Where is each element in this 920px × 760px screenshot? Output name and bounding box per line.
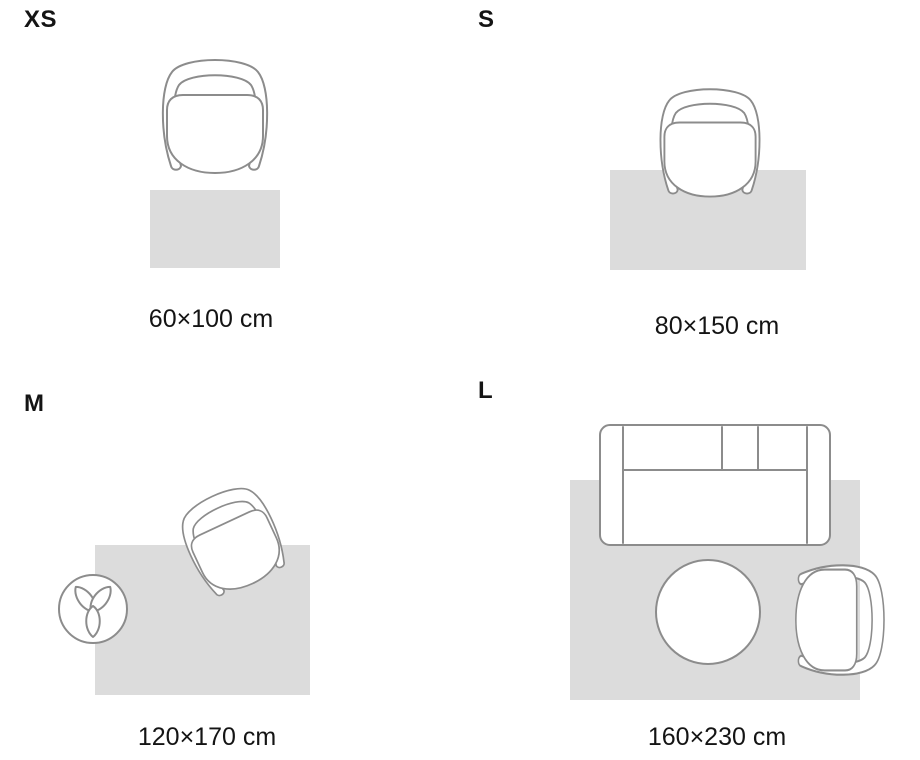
size-option-l: L 160×230 cm (460, 377, 920, 760)
l-illustration (570, 424, 886, 700)
m-illustration (58, 476, 310, 695)
size-dimensions-s: 80×150 cm (654, 312, 780, 340)
size-option-m: M 120×170 cm (0, 380, 460, 760)
size-label-m: M (24, 390, 45, 417)
xs-illustration (150, 59, 280, 268)
s-illustration (610, 88, 806, 270)
potted-plant (58, 574, 128, 644)
rug (150, 190, 280, 268)
size-dimensions-l: 160×230 cm (647, 723, 787, 751)
coffee-table (655, 559, 761, 665)
size-label-xs: XS (24, 6, 58, 33)
armchair (659, 88, 761, 198)
size-label-l: L (478, 377, 494, 404)
size-option-s: S 80×150 cm (460, 0, 920, 380)
size-dimensions-xs: 60×100 cm (148, 305, 274, 333)
size-label-s: S (478, 6, 495, 33)
armchair (161, 59, 269, 174)
size-dimensions-m: 120×170 cm (137, 723, 277, 751)
armchair (794, 564, 886, 676)
sofa (599, 424, 831, 546)
size-option-xs: XS 60×100 cm (0, 0, 460, 380)
